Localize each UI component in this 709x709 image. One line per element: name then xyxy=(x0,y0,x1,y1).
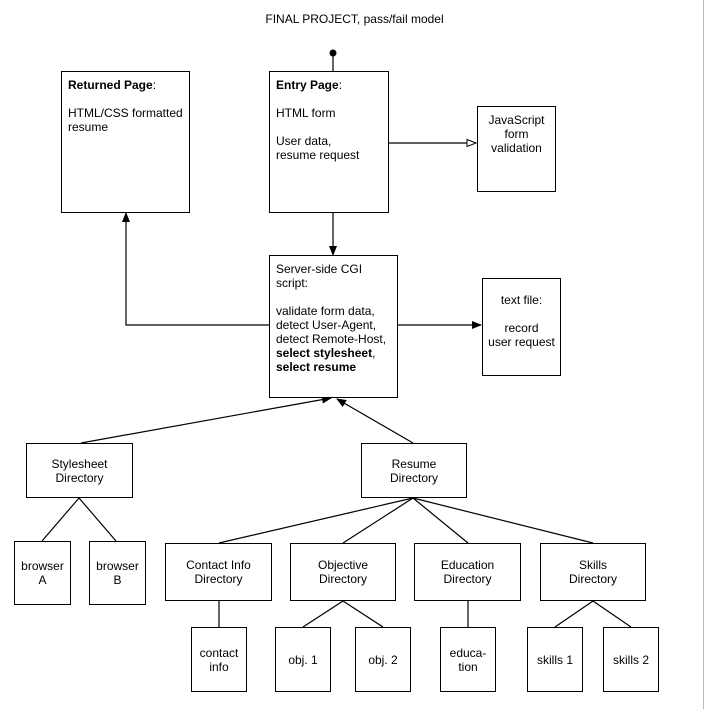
js-validation-text: JavaScript form validation xyxy=(488,113,545,155)
skills-directory-label: Skills Directory xyxy=(568,558,617,586)
resume-directory-label: Resume Directory xyxy=(389,456,438,485)
skills2-leaf-box: skills 2 xyxy=(603,627,659,692)
edge-objective-obj1 xyxy=(302,600,344,628)
stylesheet-directory-box: Stylesheet Directory xyxy=(26,443,133,498)
cgi-script-tasks: validate form data, detect User-Agent, d… xyxy=(276,304,387,346)
skills-directory-box: Skills Directory xyxy=(540,543,646,601)
entry-page-title: Entry Page xyxy=(276,78,339,92)
browser-a-box: browser A xyxy=(14,541,71,605)
edge-stylesheet-browser-a xyxy=(41,497,80,542)
diagram-title: FINAL PROJECT, pass/fail model xyxy=(265,12,444,26)
returned-page-box: Returned Page: HTML/CSS formatted resume xyxy=(61,71,190,213)
edge-skills-skills1 xyxy=(554,600,594,628)
edge-resume-cgi xyxy=(336,398,414,444)
edge-resume-objective xyxy=(342,497,414,544)
edge-skills-skills2 xyxy=(592,600,632,628)
browser-a-label: browser A xyxy=(21,559,64,587)
browser-b-box: browser B xyxy=(89,541,146,605)
skills1-leaf-label: skills 1 xyxy=(536,652,573,667)
entry-page-data: User data, resume request xyxy=(276,134,360,162)
returned-page-title: Returned Page xyxy=(68,78,153,92)
education-directory-label: Education Directory xyxy=(440,558,495,586)
edge-objective-obj2 xyxy=(342,600,384,628)
edge-stylesheet-browser-b xyxy=(78,497,117,542)
skills1-leaf-box: skills 1 xyxy=(527,627,583,692)
objective-directory-label: Objective Directory xyxy=(317,558,369,586)
js-validation-box: JavaScript form validation xyxy=(477,106,556,192)
obj1-leaf-label: obj. 1 xyxy=(288,652,318,667)
contact-info-directory-box: Contact Info Directory xyxy=(165,543,272,601)
edge-cgi-returned xyxy=(122,212,269,326)
canvas-border xyxy=(703,0,704,709)
cgi-select-resume: select resume xyxy=(276,360,357,374)
browser-b-label: browser B xyxy=(96,559,139,587)
edge-resume-skills xyxy=(412,497,594,544)
text-file-desc: record user request xyxy=(488,321,555,349)
edge-stylesheet-cgi xyxy=(80,395,332,444)
education-leaf-box: educa- tion xyxy=(440,627,496,692)
edge-resume-contact xyxy=(218,497,414,544)
contact-info-leaf-box: contact info xyxy=(191,627,247,692)
entry-start-dot xyxy=(329,49,337,57)
contact-info-leaf-label: contact info xyxy=(199,645,239,674)
entry-page-box: Entry Page: HTML form User data, resume … xyxy=(269,71,389,213)
text-file-box: text file: record user request xyxy=(482,278,561,376)
resume-directory-box: Resume Directory xyxy=(361,443,467,498)
obj2-leaf-label: obj. 2 xyxy=(368,652,398,667)
returned-page-body: HTML/CSS formatted resume xyxy=(68,106,183,134)
stylesheet-directory-label: Stylesheet Directory xyxy=(51,456,108,485)
cgi-select-stylesheet: select stylesheet xyxy=(276,346,373,360)
obj2-leaf-box: obj. 2 xyxy=(355,627,411,692)
text-file-label: text file: xyxy=(500,293,543,307)
entry-page-form: HTML form xyxy=(276,106,336,120)
edge-resume-education xyxy=(412,497,469,544)
skills2-leaf-label: skills 2 xyxy=(612,652,649,667)
education-leaf-label: educa- tion xyxy=(449,645,487,674)
obj1-leaf-box: obj. 1 xyxy=(275,627,331,692)
cgi-script-box: Server-side CGI script: validate form da… xyxy=(269,255,398,398)
contact-info-directory-label: Contact Info Directory xyxy=(186,558,251,586)
education-directory-box: Education Directory xyxy=(414,543,521,601)
cgi-script-heading: Server-side CGI script: xyxy=(276,262,363,290)
objective-directory-box: Objective Directory xyxy=(290,543,396,601)
